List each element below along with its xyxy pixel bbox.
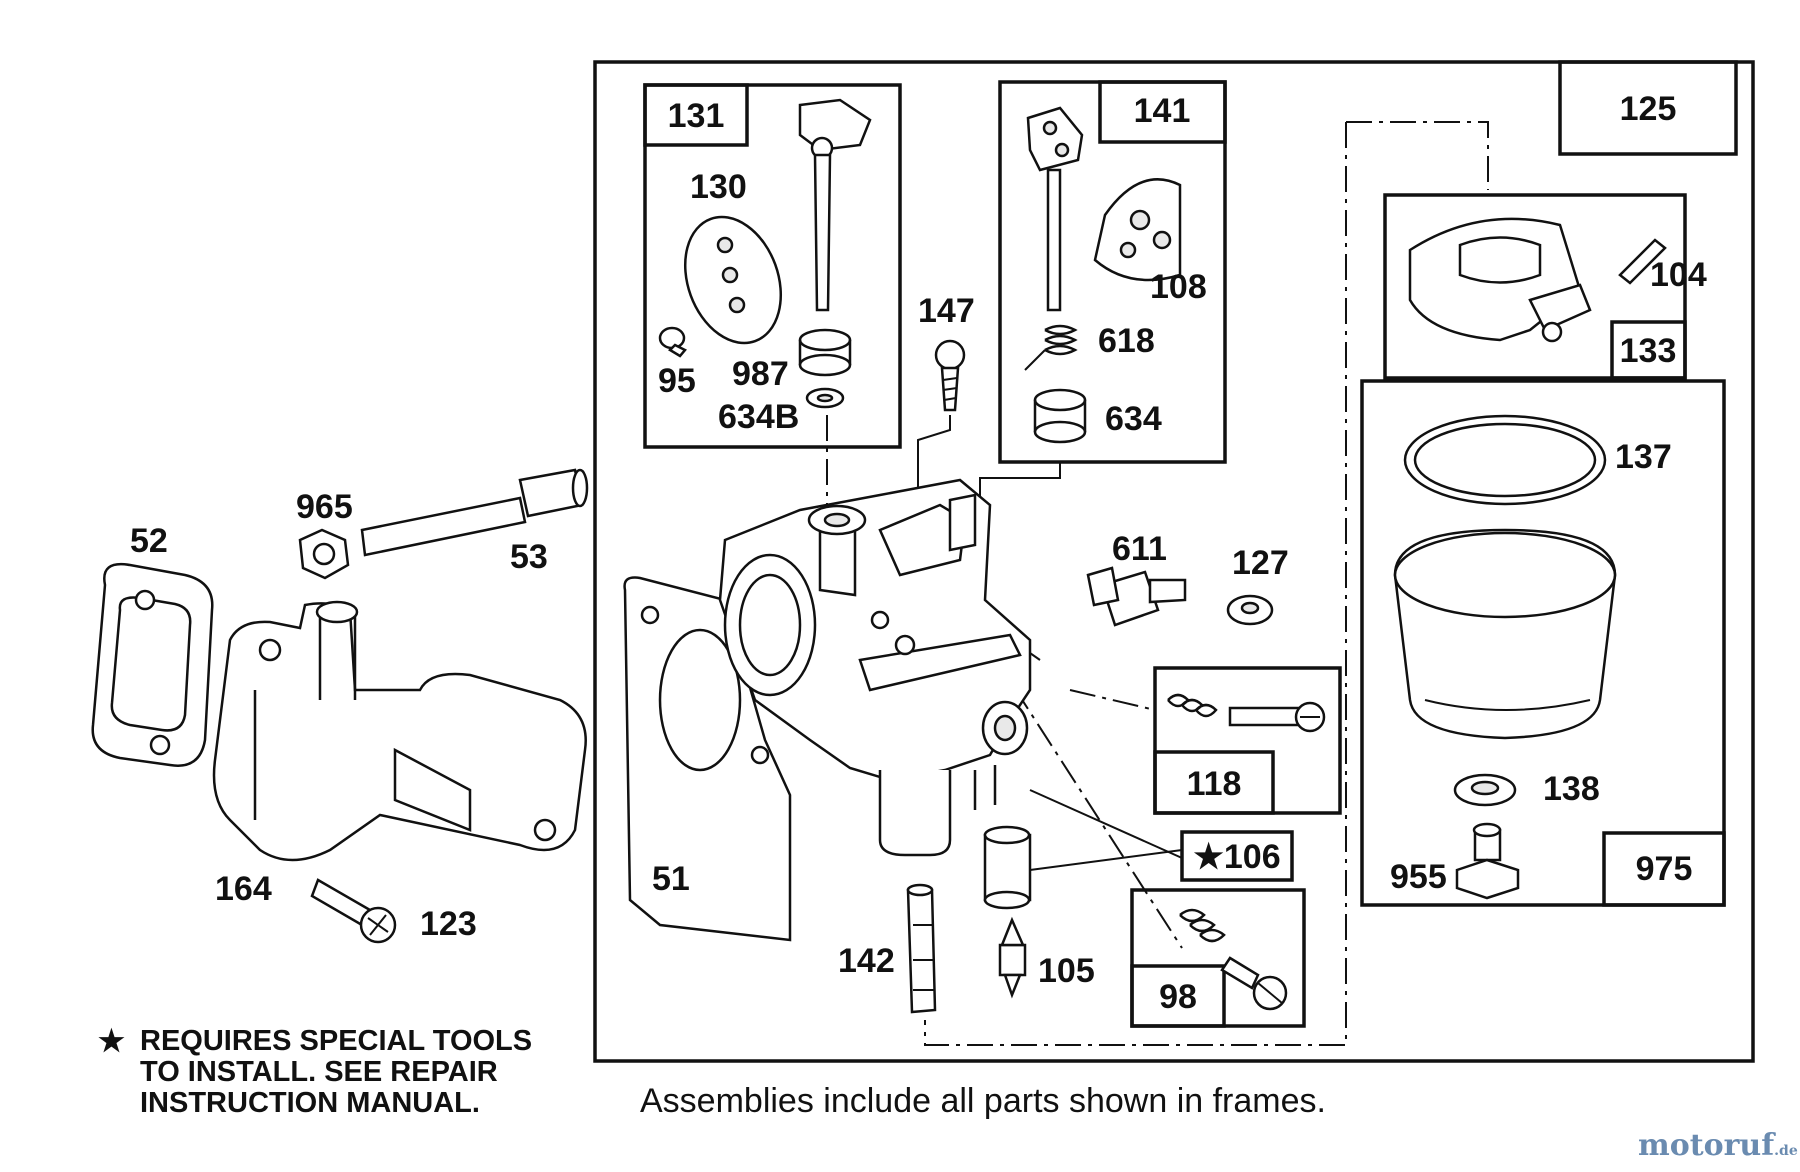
float-bowl bbox=[1393, 528, 1617, 740]
frame-118-label: 118 bbox=[1187, 765, 1242, 803]
label-95: 95 bbox=[658, 362, 696, 400]
spring-618 bbox=[1024, 324, 1078, 371]
label-52: 52 bbox=[130, 522, 168, 560]
frame-133-tag bbox=[1610, 320, 1687, 380]
label-142: 142 bbox=[838, 942, 895, 980]
connector-fuel-line bbox=[1346, 121, 1489, 190]
o-ring-137 bbox=[1403, 414, 1607, 506]
frame-98-tag bbox=[1130, 964, 1226, 1028]
footnote-line-3: INSTRUCTION MANUAL. bbox=[140, 1087, 480, 1119]
star-icon: ★ bbox=[98, 1025, 125, 1058]
choke-plate-130 bbox=[683, 215, 783, 345]
bushing-987 bbox=[798, 328, 852, 377]
footnote-line-1: REQUIRES SPECIAL TOOLS bbox=[140, 1025, 533, 1057]
connector-idle-screw bbox=[1069, 689, 1156, 711]
frame-133-label: 133 bbox=[1620, 332, 1677, 370]
screw-95 bbox=[658, 326, 687, 358]
label-123: 123 bbox=[420, 905, 477, 943]
label-53: 53 bbox=[510, 538, 548, 576]
bowl-nut-955 bbox=[1455, 822, 1520, 900]
seal-634 bbox=[1033, 388, 1087, 444]
label-104: 104 bbox=[1650, 256, 1707, 294]
screw-123 bbox=[310, 878, 397, 944]
special-tools-footnote: ★ REQUIRES SPECIAL TOOLS TO INSTALL. SEE… bbox=[98, 1026, 618, 1119]
main-jet-98 bbox=[1179, 908, 1288, 1011]
label-634: 634 bbox=[1105, 400, 1162, 438]
label-965: 965 bbox=[296, 488, 353, 526]
label-137: 137 bbox=[1615, 438, 1672, 476]
frame-106 bbox=[1180, 830, 1294, 882]
intake-manifold-164 bbox=[212, 600, 587, 862]
washer-138 bbox=[1453, 773, 1517, 807]
frame-106-label: ★106 bbox=[1193, 838, 1280, 876]
frame-133 bbox=[1383, 193, 1687, 380]
seal-634B bbox=[805, 387, 845, 409]
gasket-52 bbox=[91, 562, 214, 767]
leader-106 bbox=[1029, 849, 1183, 871]
frame-141-label: 141 bbox=[1134, 92, 1191, 130]
float-133 bbox=[1408, 217, 1592, 343]
label-108: 108 bbox=[1150, 268, 1207, 306]
leader-147 bbox=[917, 415, 951, 520]
connector-bowl bbox=[924, 122, 1347, 1046]
choke-shaft bbox=[798, 98, 872, 312]
frame-975 bbox=[1360, 379, 1726, 907]
gasket-51 bbox=[623, 576, 792, 942]
watermark-suffix: .de bbox=[1774, 1143, 1798, 1159]
frame-131 bbox=[643, 83, 902, 449]
frame-141-tag bbox=[1098, 80, 1227, 144]
watermark-logo[interactable]: motoruf.de bbox=[1638, 1128, 1798, 1163]
label-987: 987 bbox=[732, 355, 789, 393]
seat-106 bbox=[983, 825, 1032, 910]
label-105: 105 bbox=[1038, 952, 1095, 990]
label-618: 618 bbox=[1098, 322, 1155, 360]
float-needle-105 bbox=[998, 916, 1027, 999]
nut-965 bbox=[298, 528, 350, 580]
throttle-plate-108 bbox=[1093, 178, 1182, 282]
emulsion-tube-142 bbox=[906, 883, 937, 1014]
label-634B: 634B bbox=[718, 398, 799, 436]
frame-125-label: 125 bbox=[1620, 90, 1677, 128]
leader-106b bbox=[1029, 789, 1183, 859]
screw-147 bbox=[934, 339, 966, 412]
throttle-shaft bbox=[1026, 106, 1084, 312]
frame-975-label: 975 bbox=[1636, 850, 1693, 888]
label-130: 130 bbox=[690, 168, 747, 206]
label-51: 51 bbox=[652, 860, 690, 898]
idle-screw-118 bbox=[1167, 693, 1326, 733]
washer-127 bbox=[1226, 594, 1274, 626]
watermark-brand: motoruf bbox=[1638, 1128, 1775, 1163]
frame-125-outline bbox=[593, 60, 1755, 1063]
label-955: 955 bbox=[1390, 858, 1447, 896]
leader-634 bbox=[979, 462, 1061, 520]
frame-975-tag bbox=[1602, 831, 1726, 907]
label-164: 164 bbox=[215, 870, 272, 908]
assemblies-note: Assemblies include all parts shown in fr… bbox=[640, 1082, 1326, 1120]
footnote-line-2: TO INSTALL. SEE REPAIR bbox=[140, 1056, 498, 1088]
frame-131-label: 131 bbox=[668, 97, 725, 135]
elbow-611 bbox=[1086, 566, 1187, 627]
label-138: 138 bbox=[1543, 770, 1600, 808]
pin-104 bbox=[1618, 238, 1667, 285]
stud-53 bbox=[360, 468, 589, 557]
frame-118-tag bbox=[1153, 750, 1275, 815]
label-127: 127 bbox=[1232, 544, 1289, 582]
carburetor-body bbox=[718, 478, 1032, 857]
label-611: 611 bbox=[1112, 530, 1167, 568]
label-147: 147 bbox=[918, 292, 975, 330]
frame-125-tag bbox=[1558, 60, 1738, 156]
frame-131-tag bbox=[643, 83, 749, 147]
frame-98-label: 98 bbox=[1159, 978, 1197, 1016]
frame-118 bbox=[1153, 666, 1342, 815]
